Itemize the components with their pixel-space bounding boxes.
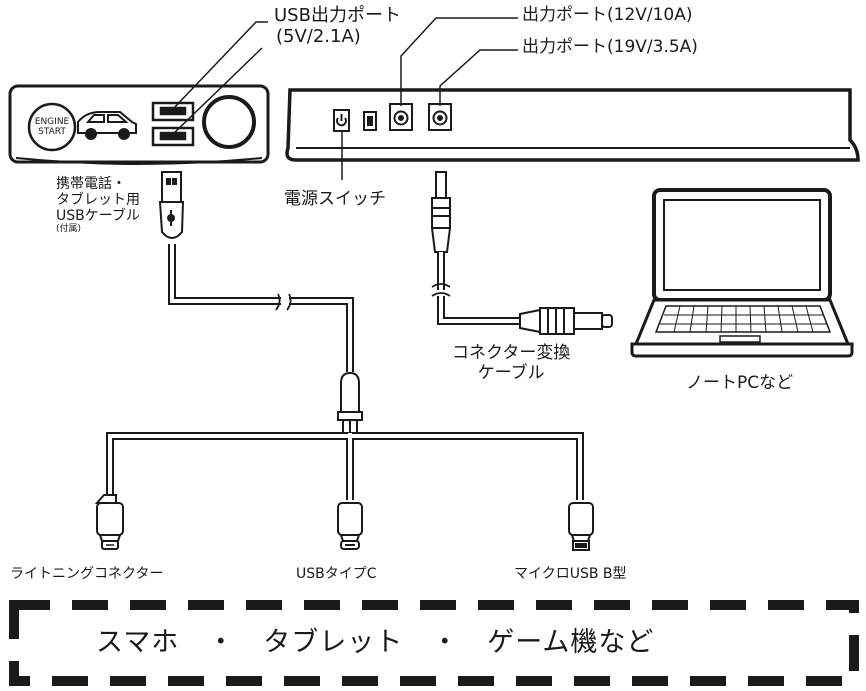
devices-label: スマホ ・ タブレット ・ ゲーム機など: [96, 627, 655, 658]
laptop-label: ノートPCなど: [686, 373, 794, 393]
devices-dashed-frame: [9, 600, 859, 686]
usb-port-label: USB出力ポート (5V/2.1A): [274, 5, 401, 47]
car-icon: [77, 111, 137, 140]
usb-cable-line: [168, 244, 354, 372]
lightning-connector: [94, 494, 124, 550]
usb-cable-label: 携帯電話・ タブレット用 USBケーブル (付属): [56, 176, 140, 235]
split-cable-lines: [106, 432, 584, 500]
output-port-leader-lines: [341, 17, 518, 180]
usb-port-top[interactable]: [151, 101, 195, 122]
svg-text:ENGINE: ENGINE: [35, 117, 70, 127]
lightning-label: ライトニングコネクター: [10, 566, 164, 582]
engine-start-button[interactable]: ENGINE START: [27, 102, 77, 152]
output-12v-label: 出力ポート(12V/10A): [522, 5, 693, 25]
power-switch-label: 電源スイッチ: [284, 189, 386, 209]
usb-port-bottom[interactable]: [151, 126, 195, 147]
laptop-icon: [630, 188, 854, 358]
usb-c-connector: [337, 502, 363, 550]
dc-plug-vertical: [430, 171, 452, 253]
micro-usb-connector: [568, 502, 594, 551]
converter-cable-label: コネクター変換 ケーブル: [452, 343, 571, 383]
usb-c-label: USBタイプC: [296, 566, 377, 582]
dc-socket-small: [363, 111, 377, 131]
micro-usb-label: マイクロUSB B型: [514, 566, 627, 582]
output-port-19v[interactable]: [428, 103, 452, 131]
power-switch-icon[interactable]: [333, 109, 350, 132]
usb-plug: [158, 171, 185, 239]
output-port-12v[interactable]: [389, 103, 413, 131]
output-19v-label: 出力ポート(19V/3.5A): [522, 37, 698, 57]
cable-hub-connector: [337, 371, 363, 433]
dc-plug-horizontal: [519, 307, 613, 335]
svg-text:START: START: [38, 127, 66, 137]
flashlight-lens: [202, 95, 256, 149]
converter-cable-line: [431, 252, 520, 325]
usb-port-leader-lines: [171, 21, 268, 136]
